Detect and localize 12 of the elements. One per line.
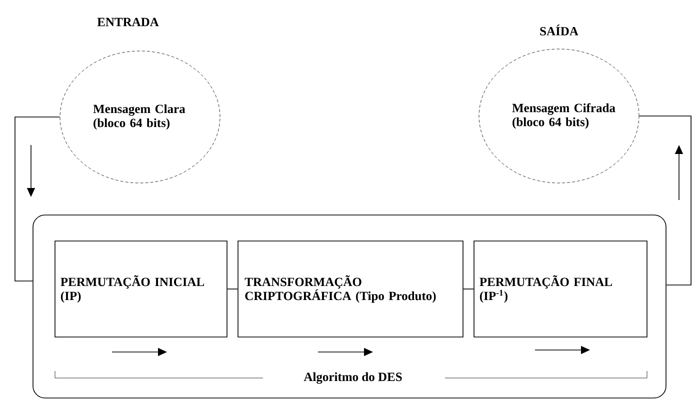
connector bbox=[14, 116, 60, 282]
ellipse-text: Mensagem Clara (bloco 64 bits) bbox=[93, 104, 186, 130]
connector bbox=[638, 116, 692, 286]
process-box: PERMUTAÇÃO FINAL (IP$^{-1}$) bbox=[474, 240, 648, 338]
heading: SAÍDA bbox=[540, 24, 578, 36]
connector bbox=[227, 288, 238, 290]
process-box: TRANSFORMAÇÃO CRIPTOGRÁFICA (Tipo Produto) bbox=[238, 240, 464, 338]
connector bbox=[463, 288, 474, 290]
process-box: PERMUTAÇÃO INICIAL (IP) bbox=[54, 240, 228, 338]
bracket-label: Algoritmo do DES bbox=[304, 372, 402, 384]
heading: ENTRADA bbox=[97, 18, 159, 26]
ellipse-text: Mensagem Cifrada (bloco 64 bits) bbox=[512, 103, 616, 129]
